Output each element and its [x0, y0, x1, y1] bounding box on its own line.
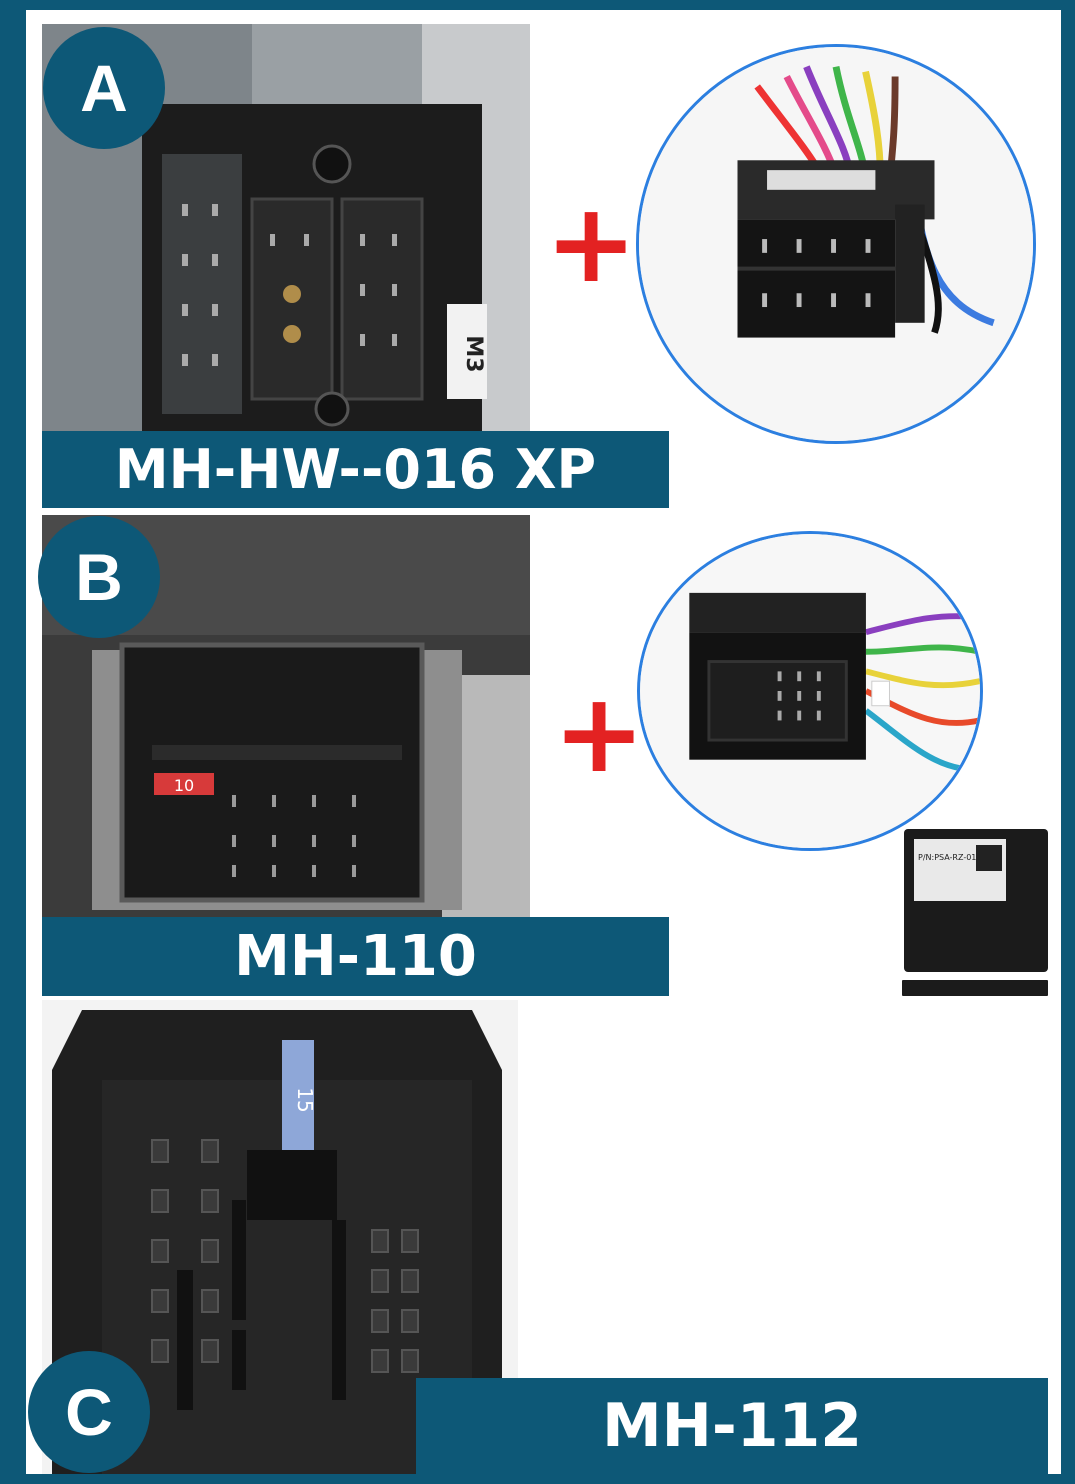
plus-icon: + — [545, 179, 638, 307]
label-bar-c: MH-112 — [416, 1378, 1048, 1474]
label-a-text: MH-HW--016 XP — [114, 438, 597, 501]
plus-icon: + — [553, 669, 646, 797]
decoder-module-base — [902, 980, 1048, 996]
label-bar-b: MH-110 — [42, 917, 669, 996]
badge-a: A — [43, 27, 165, 149]
badge-c: C — [28, 1351, 150, 1473]
label-bar-a: MH-HW--016 XP — [42, 431, 669, 508]
qr-code-icon — [976, 845, 1002, 871]
fuse-c — [282, 1040, 314, 1150]
fuse-b-text: 10 — [174, 776, 194, 795]
fuse-c-text: 15 — [293, 1087, 317, 1112]
fuse-b — [154, 773, 214, 795]
badge-b: B — [38, 516, 160, 638]
label-b-text: MH-110 — [234, 924, 477, 989]
photo-harness-b — [637, 531, 983, 851]
module-label: P/N:PSA-RZ-01 — [914, 839, 1006, 901]
decoder-module: P/N:PSA-RZ-01 — [904, 829, 1048, 972]
label-c-text: MH-112 — [601, 1391, 863, 1461]
module-pn-text: P/N:PSA-RZ-01 — [918, 853, 977, 862]
photo-harness-a — [636, 44, 1036, 444]
tag-a-text: M3 — [461, 335, 486, 372]
